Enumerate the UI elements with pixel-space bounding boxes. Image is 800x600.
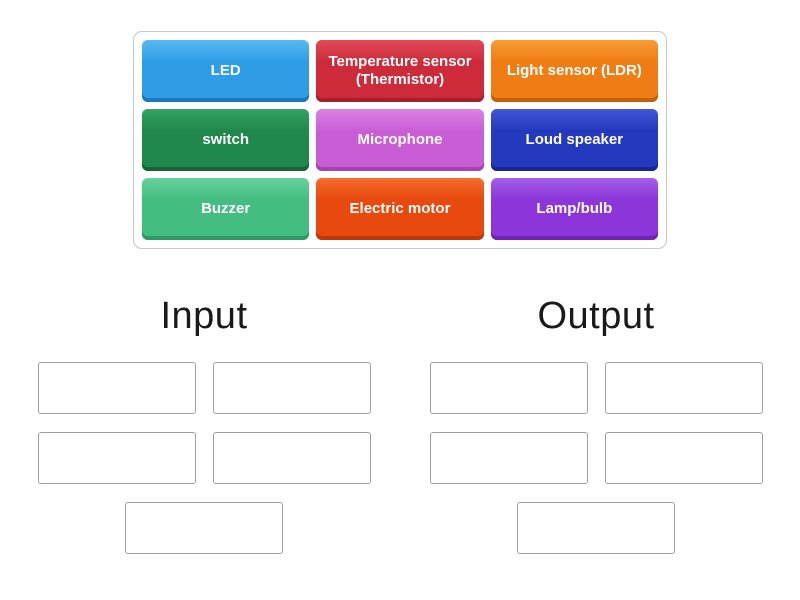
tile-switch[interactable]: switch: [142, 109, 310, 171]
tile-electric-motor[interactable]: Electric motor: [316, 178, 484, 240]
group-input-slots: [37, 362, 371, 554]
tile-microphone[interactable]: Microphone: [316, 109, 484, 171]
drop-slot-output-4[interactable]: [604, 432, 763, 484]
tile-light-sensor[interactable]: Light sensor (LDR): [490, 40, 658, 102]
tile-loud-speaker[interactable]: Loud speaker: [490, 109, 658, 171]
group-output-title: Output: [537, 295, 655, 337]
tile-lamp-bulb[interactable]: Lamp/bulb: [490, 178, 658, 240]
drop-slot-input-1[interactable]: [37, 362, 196, 414]
tile-buzzer[interactable]: Buzzer: [142, 178, 310, 240]
drop-slot-output-5[interactable]: [517, 502, 675, 554]
tile-led[interactable]: LED: [142, 40, 310, 102]
drop-slot-output-3[interactable]: [429, 432, 588, 484]
group-input-title: Input: [160, 295, 248, 337]
drop-slot-input-3[interactable]: [37, 432, 196, 484]
drop-slot-input-5[interactable]: [125, 502, 283, 554]
drop-slot-input-2[interactable]: [212, 362, 371, 414]
tile-temperature-sensor[interactable]: Temperature sensor (Thermistor): [316, 40, 484, 102]
drop-slot-input-4[interactable]: [212, 432, 371, 484]
drop-slot-output-2[interactable]: [604, 362, 763, 414]
drop-slot-output-1[interactable]: [429, 362, 588, 414]
group-input: Input: [30, 292, 378, 554]
group-output: Output: [422, 292, 770, 554]
tile-pool: LED Temperature sensor (Thermistor) Ligh…: [133, 31, 667, 249]
group-output-slots: [429, 362, 763, 554]
